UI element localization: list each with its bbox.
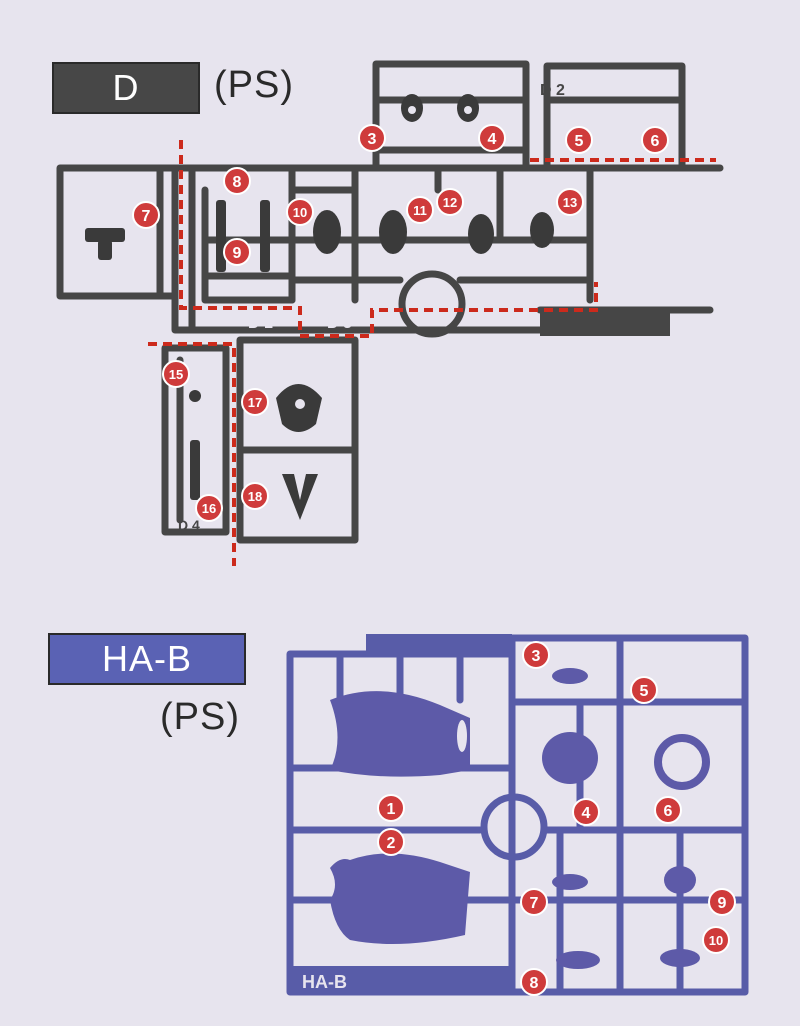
runner-d-cut-lines — [148, 140, 716, 566]
runner-d-label-box: D — [52, 62, 200, 114]
marker-hab-2: 2 — [377, 828, 405, 856]
marker-d-3: 3 — [358, 124, 386, 152]
marker-hab-10: 10 — [702, 926, 730, 954]
marker-d-9: 9 — [223, 238, 251, 266]
svg-text:7: 7 — [530, 895, 539, 912]
sublabel-d1: D 1 — [248, 315, 273, 332]
runner-hab-bottom-plate — [292, 966, 512, 992]
marker-hab-1: 1 — [377, 794, 405, 822]
runner-hab-label-box: HA-B — [48, 633, 246, 685]
runner-hab-hub-ring — [480, 793, 548, 861]
runner-hab-top-plate — [366, 634, 512, 656]
marker-d-8: 8 — [223, 167, 251, 195]
svg-text:9: 9 — [718, 895, 727, 912]
marker-d-11: 11 — [406, 196, 434, 224]
marker-hab-5: 5 — [630, 676, 658, 704]
marker-d-7: 7 — [132, 201, 160, 229]
marker-d-15: 15 — [162, 360, 190, 388]
marker-d-12: 12 — [436, 188, 464, 216]
marker-d-4: 4 — [478, 124, 506, 152]
runner-hab-name: HA-B — [101, 638, 192, 679]
runner-d-material: (PS) — [214, 64, 294, 106]
svg-text:4: 4 — [582, 805, 591, 822]
svg-text:12: 12 — [443, 195, 457, 210]
marker-hab-3: 3 — [522, 641, 550, 669]
marker-hab-6: 6 — [654, 796, 682, 824]
svg-text:11: 11 — [413, 203, 427, 218]
marker-d-18: 18 — [241, 482, 269, 510]
svg-text:6: 6 — [664, 803, 673, 820]
runner-d-hub-detail — [295, 106, 472, 409]
runner-d-parts — [85, 94, 554, 520]
svg-text:3: 3 — [532, 648, 541, 665]
marker-d-13: 13 — [556, 188, 584, 216]
sublabel-d3: D 3 — [327, 315, 352, 332]
svg-text:5: 5 — [640, 683, 649, 700]
svg-text:17: 17 — [248, 395, 262, 410]
marker-hab-9: 9 — [708, 888, 736, 916]
svg-text:3: 3 — [368, 131, 377, 148]
runner-d-frame — [56, 60, 724, 544]
runner-d-plate — [540, 312, 670, 336]
sublabel-d2: D 2 — [540, 82, 565, 99]
svg-text:6: 6 — [651, 133, 660, 150]
svg-text:8: 8 — [530, 975, 539, 992]
marker-hab-4: 4 — [572, 798, 600, 826]
svg-text:2: 2 — [387, 835, 396, 852]
svg-text:15: 15 — [169, 367, 183, 382]
marker-d-17: 17 — [241, 388, 269, 416]
svg-text:10: 10 — [709, 933, 723, 948]
svg-text:10: 10 — [293, 205, 307, 220]
marker-d-6: 6 — [641, 126, 669, 154]
runner-hab-material: (PS) — [160, 696, 240, 738]
hab-plate-label: HA-B — [302, 972, 347, 992]
svg-text:13: 13 — [563, 195, 577, 210]
part-number-markers: 3 4 5 6 7 8 9 10 11 12 13 15 16 17 18 1 … — [132, 124, 736, 996]
runner-d-hub-ring — [398, 270, 466, 338]
marker-hab-8: 8 — [520, 968, 548, 996]
runner-hab-part-detail — [457, 720, 686, 766]
runner-hab-parts — [330, 668, 710, 969]
svg-text:18: 18 — [248, 489, 262, 504]
svg-text:9: 9 — [233, 245, 242, 262]
svg-text:8: 8 — [233, 174, 242, 191]
svg-text:4: 4 — [488, 131, 497, 148]
svg-text:7: 7 — [142, 208, 151, 225]
runner-d-name: D — [112, 67, 140, 108]
marker-d-10: 10 — [286, 198, 314, 226]
marker-hab-7: 7 — [520, 888, 548, 916]
svg-text:5: 5 — [575, 133, 584, 150]
svg-text:1: 1 — [387, 801, 396, 818]
svg-text:16: 16 — [202, 501, 216, 516]
marker-d-5: 5 — [565, 126, 593, 154]
marker-d-16: 16 — [195, 494, 223, 522]
sublabel-d4: D 4 — [178, 517, 200, 533]
